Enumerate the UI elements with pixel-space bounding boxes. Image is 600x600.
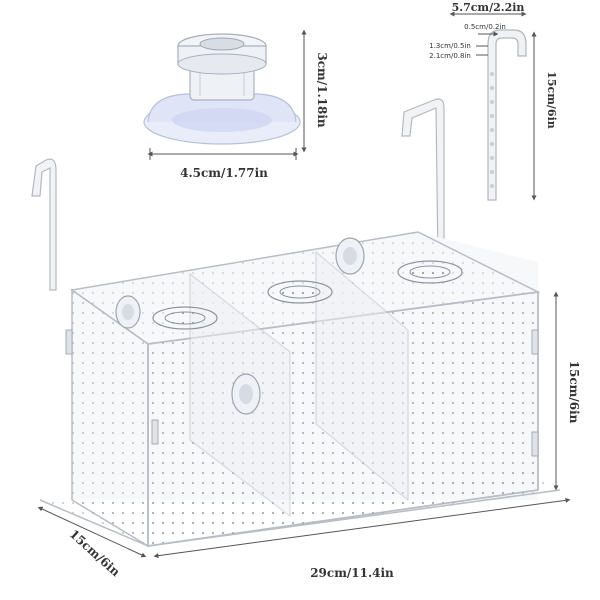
hook-width-label: 5.7cm/2.2in <box>452 1 525 14</box>
suction-cup <box>143 33 301 145</box>
hook-detail <box>449 11 537 201</box>
box-height-label: 15cm/6in <box>567 361 581 424</box>
box-dimension-lines <box>37 291 571 559</box>
suction-cup-dimension-lines <box>147 29 307 160</box>
suction-cup-width-label: 4.5cm/1.77in <box>180 166 268 180</box>
hook-gap-label: 0.5cm/0.2in <box>464 23 506 31</box>
breeding-box <box>31 98 561 548</box>
box-depth-label: 15cm/6in <box>67 527 123 580</box>
hook-height-label: 15cm/6in <box>545 71 558 129</box>
box-length-label: 29cm/11.4in <box>310 566 394 580</box>
suction-cup-height-label: 3cm/1.18in <box>315 52 329 128</box>
hook-detail-1-label: 1.3cm/0.5in <box>429 42 471 50</box>
hook-detail-2-label: 2.1cm/0.8in <box>429 52 471 60</box>
